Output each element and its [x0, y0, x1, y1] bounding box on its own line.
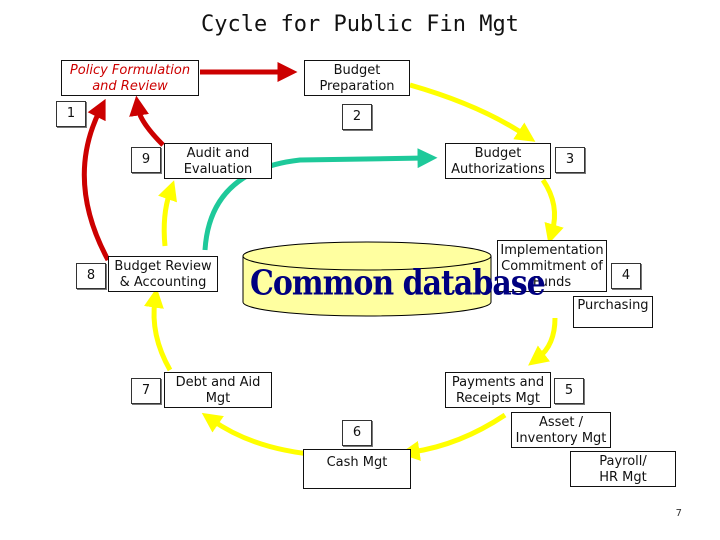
arrow-debt-to-review [144, 287, 173, 372]
node-payroll-hr: Payroll/ HR Mgt [570, 451, 676, 487]
step-number-2: 2 [342, 104, 372, 130]
common-database-cylinder [242, 241, 492, 317]
node-budget-authorizations: Budget Authorizations [445, 143, 551, 179]
node-purchasing-label: Purchasing [577, 298, 649, 313]
arrow-db-to-auth [202, 148, 438, 251]
node-implementation: Implementation Commitment of Funds [497, 240, 607, 292]
node-payments-label: Payments and Receipts Mgt [451, 375, 545, 406]
node-policy-label: Policy Formulation and Review [69, 63, 191, 94]
arrow-pay-to-cash [399, 412, 507, 461]
step-number-4: 4 [611, 263, 641, 289]
node-asset-inventory: Asset / Inventory Mgt [511, 412, 611, 448]
arrow-audit-to-policy [129, 95, 165, 147]
node-payments-receipts: Payments and Receipts Mgt [445, 372, 551, 408]
node-budget-preparation-label: Budget Preparation [319, 63, 395, 94]
node-budget-review-label: Budget Review & Accounting [114, 259, 212, 290]
step-number-5: 5 [554, 378, 584, 404]
node-debt-label: Debt and Aid Mgt [175, 375, 261, 406]
common-database-label: Common database [250, 263, 546, 304]
arrow-impl-to-pay [528, 317, 558, 366]
step-number-8: 8 [76, 263, 106, 289]
node-budget-preparation: Budget Preparation [304, 60, 410, 96]
step-number-7: 7 [131, 378, 161, 404]
step-number-6: 6 [342, 420, 372, 446]
node-implementation-label: Implementation Commitment of Funds [500, 243, 604, 290]
node-payroll-label: Payroll/ HR Mgt [599, 454, 647, 485]
node-cash-label: Cash Mgt [326, 455, 388, 470]
node-cash-mgt: Cash Mgt [303, 449, 411, 489]
step-number-1: 1 [56, 101, 86, 127]
arrow-prep-to-auth [409, 82, 536, 142]
step-number-9: 9 [131, 147, 161, 173]
node-policy-formulation: Policy Formulation and Review [61, 60, 199, 96]
node-audit-evaluation: Audit and Evaluation [164, 143, 272, 179]
step-number-3: 3 [555, 147, 585, 173]
diagram-title: Cycle for Public Fin Mgt [201, 12, 519, 37]
arrow-review-to-audit [158, 180, 177, 247]
node-budget-authorizations-label: Budget Authorizations [451, 146, 545, 177]
node-debt-aid: Debt and Aid Mgt [164, 372, 272, 408]
arrow-review-to-policy [81, 98, 111, 262]
arrow-auth-to-impl [540, 178, 564, 244]
node-audit-label: Audit and Evaluation [183, 146, 253, 177]
page-number: 7 [675, 508, 682, 519]
node-budget-review: Budget Review & Accounting [108, 256, 218, 292]
node-purchasing: Purchasing [573, 296, 653, 328]
node-asset-label: Asset / Inventory Mgt [515, 415, 607, 446]
